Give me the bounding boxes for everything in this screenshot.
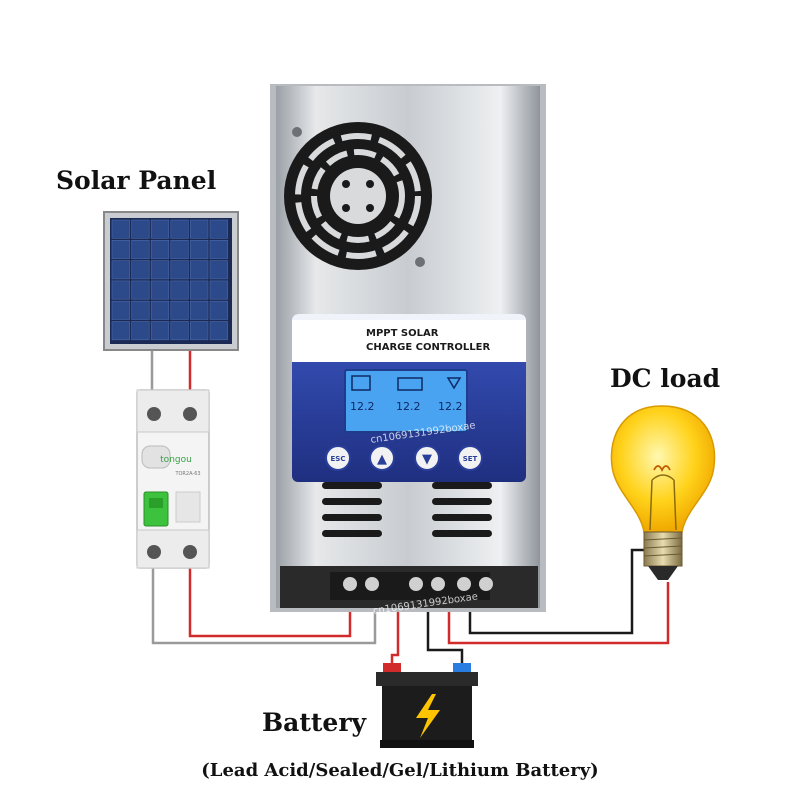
- solar-cell: [111, 321, 130, 341]
- solar-cell: [131, 219, 150, 239]
- solar-cell: [111, 280, 130, 300]
- wire-battery-positive: [390, 605, 400, 672]
- solar-cell: [170, 219, 189, 239]
- battery-icon: [376, 663, 478, 748]
- solar-cell: [190, 280, 209, 300]
- terminal-screws: [343, 577, 493, 591]
- solar-cell: [150, 240, 170, 259]
- down-arrow-icon: ▼: [422, 452, 432, 467]
- lcd-value-2: 12.2: [396, 400, 421, 413]
- light-bulb-icon: [610, 405, 716, 580]
- fan-icon: [284, 122, 432, 270]
- lcd-value-3: 12.2: [438, 400, 463, 413]
- solar-cell: [209, 280, 228, 300]
- esc-button-label: ESC: [331, 455, 346, 463]
- solar-cell: [190, 300, 209, 320]
- solar-cell: [111, 260, 130, 280]
- solar-cell: [170, 280, 189, 300]
- wire-load-negative: [468, 548, 652, 635]
- solar-cell: [111, 219, 130, 239]
- solar-cell: [209, 321, 228, 341]
- solar-cell: [131, 300, 150, 320]
- solar-cell: [131, 280, 150, 300]
- solar-panel-label: Solar Panel: [56, 166, 217, 195]
- solar-cell: [150, 280, 170, 300]
- breaker-model: TOR2A-63: [174, 471, 200, 477]
- lightning-bolt-icon: [416, 694, 440, 738]
- solar-cell: [131, 321, 150, 341]
- solar-cell: [150, 260, 170, 280]
- down-button[interactable]: ▼: [414, 445, 440, 471]
- up-arrow-icon: ▲: [377, 452, 387, 467]
- solar-cell: [190, 219, 209, 239]
- solar-cell: [170, 260, 189, 280]
- controller-title-line2: CHARGE CONTROLLER: [366, 342, 490, 353]
- wires: [150, 348, 670, 672]
- wire-breaker-positive: [188, 566, 352, 638]
- mppt-controller: MPPT SOLAR CHARGE CONTROLLER 12.2 12.2 1…: [270, 84, 546, 617]
- solar-cell: [131, 260, 150, 280]
- solar-cell: [170, 321, 189, 341]
- breaker-brand: tongou: [160, 455, 192, 465]
- set-button-label: SET: [463, 455, 478, 463]
- battery-label: Battery: [262, 708, 367, 737]
- solar-cell: [190, 240, 209, 259]
- solar-cell: [150, 300, 170, 320]
- solar-cell: [190, 321, 209, 341]
- solar-cell: [209, 219, 228, 239]
- solar-cell: [111, 300, 130, 320]
- solar-cell: [170, 300, 189, 320]
- solar-panel-icon: [103, 211, 239, 351]
- up-button[interactable]: ▲: [369, 445, 395, 471]
- lcd-screen: [344, 369, 468, 433]
- solar-cell: [209, 300, 228, 320]
- wire-battery-negative: [426, 605, 464, 672]
- solar-cell: [190, 260, 209, 280]
- solar-cell: [111, 240, 130, 259]
- circuit-breaker-icon: tongou TOR2A-63: [136, 389, 210, 569]
- solar-cell: [150, 219, 170, 239]
- solar-cell: [150, 321, 170, 341]
- wire-load-positive: [447, 582, 670, 645]
- wire-breaker-negative: [151, 566, 377, 645]
- esc-button[interactable]: ESC: [325, 445, 351, 471]
- solar-cell: [209, 260, 228, 280]
- battery-types-label: (Lead Acid/Sealed/Gel/Lithium Battery): [201, 760, 599, 781]
- solar-cell: [170, 240, 189, 259]
- solar-cell: [209, 240, 228, 259]
- vent-slots: [322, 482, 492, 537]
- controller-title-line1: MPPT SOLAR: [366, 328, 439, 339]
- set-button[interactable]: SET: [457, 445, 483, 471]
- lcd-value-1: 12.2: [350, 400, 375, 413]
- dc-load-label: DC load: [610, 364, 721, 393]
- solar-cell: [131, 240, 150, 259]
